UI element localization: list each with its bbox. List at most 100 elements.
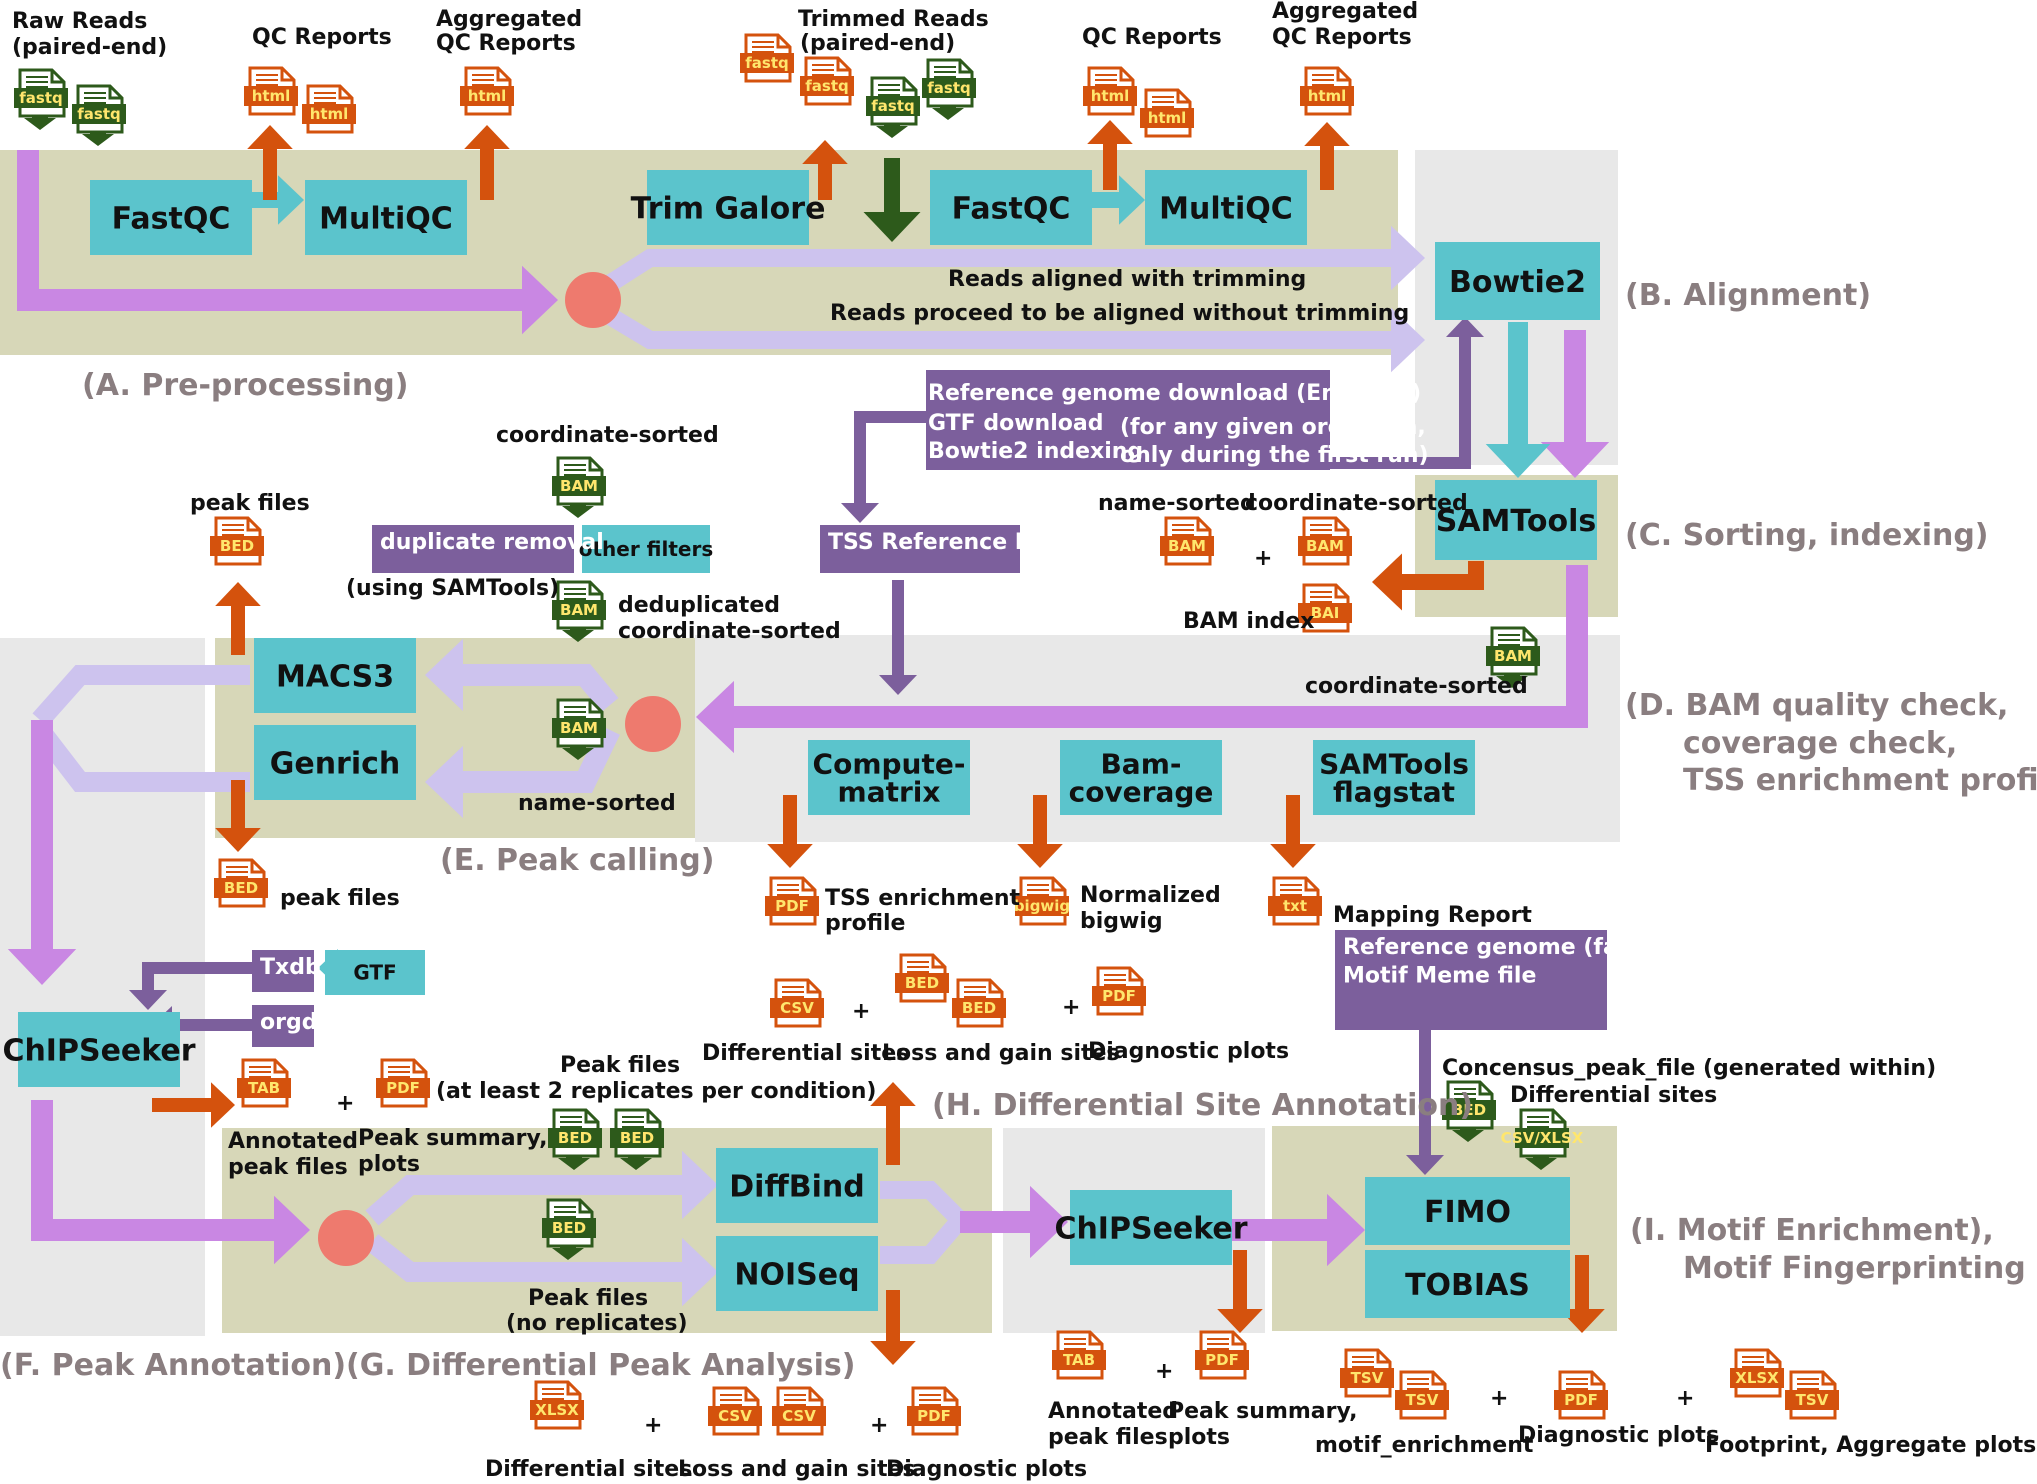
txdb-box-label: Txdb (260, 955, 321, 980)
section-d-label-1: (D. BAM quality check, (1625, 688, 2008, 723)
computematrix-out (767, 795, 813, 868)
bed-peak-top: BED (210, 516, 264, 566)
label-tss-profile-1: TSS enrichment (825, 886, 1021, 911)
multiqc-box-label: MultiQC (319, 201, 453, 236)
label-coord-sorted-c: coordinate-sorted (1245, 491, 1468, 516)
bamcoverage-box: Bam-coverage (1060, 740, 1222, 815)
fastq-trimmed-2-type: fastq (805, 77, 848, 95)
txdb-box: Txdb (252, 950, 321, 992)
fastqc-out (247, 125, 293, 200)
tab-annotated-type: TAB (248, 1079, 280, 1097)
html-file-5: html (1140, 88, 1194, 138)
to-noiseq-arrow (365, 1234, 718, 1307)
reference-genome-note: (for any given organism, (1120, 415, 1426, 440)
label-coord-sorted-d: coordinate-sorted (1305, 674, 1528, 699)
raw-to-decision-arrow (17, 150, 558, 335)
noiseq-box-label: NOISeq (734, 1257, 859, 1292)
plus-sign: + (1155, 1359, 1173, 1384)
bed-consensus-type: BED (1452, 1101, 1486, 1119)
motif-reference-box-label: Motif Meme file (1343, 964, 1536, 989)
bed-peak-bottom-type: BED (224, 879, 258, 897)
noiseq-out (870, 1290, 916, 1365)
macs3-out (215, 582, 261, 655)
label-dedup-1: deduplicated (618, 593, 780, 618)
pdf-diag-i: PDF (1554, 1370, 1608, 1420)
fastqc2-to-multiqc2-arrow (1090, 175, 1145, 225)
fastq-file-1-type: fastq (19, 89, 62, 107)
tobias-out (1559, 1255, 1605, 1333)
xlsx-diff-g: XLSX (530, 1380, 584, 1430)
fastq-file-2-type: fastq (77, 105, 120, 123)
label-aligned-without-trim: Reads proceed to be aligned without trim… (830, 301, 1409, 326)
fimo-box-label: FIMO (1424, 1195, 1511, 1230)
fastq-trimmed-3: fastq (866, 76, 920, 138)
csv-diff-h-type: CSV (780, 999, 814, 1017)
csv-loss-2-type: CSV (782, 1407, 816, 1425)
csv-xlsx-diff: CSV/XLSX (1501, 1108, 1584, 1170)
bam-deduplicated-type: BAM (560, 601, 598, 619)
label-motif-enrichment: motif_enrichment (1315, 1433, 1534, 1458)
bowtie2-box: Bowtie2 (1435, 242, 1600, 320)
flagstat-box-label: flagstat (1333, 776, 1455, 809)
tobias-box-label: TOBIAS (1405, 1268, 1530, 1303)
peak-decision-dot (625, 696, 681, 752)
tobias-box: TOBIAS (1365, 1250, 1570, 1318)
bed-rep-2: BED (610, 1108, 664, 1170)
bed-rep-1: BED (548, 1108, 602, 1170)
bam-name-sorted-c: BAM (1160, 516, 1214, 566)
samtools-to-peak-arrow (696, 565, 1588, 754)
tab-annotated: TAB (237, 1058, 291, 1108)
plus-sign: + (870, 1413, 888, 1438)
label-diff-sites-i: Differential sites (1510, 1083, 1717, 1108)
bigwig-file: bigwig (1014, 876, 1070, 926)
fimo-box: FIMO (1365, 1177, 1570, 1245)
bamcoverage-box-label: Bam- (1100, 748, 1181, 781)
section-i-label-1: (I. Motif Enrichment), (1630, 1213, 1994, 1248)
section-d-label-3: TSS enrichment profile) (1683, 763, 2037, 798)
label-norm-bigwig-1: Normalized (1080, 883, 1221, 908)
other-filters-box: other filters (579, 525, 713, 573)
label-tss-profile-2: profile (825, 911, 905, 936)
gtf-box: GTF (325, 950, 425, 995)
bam-coord-sorted-c-type: BAM (1306, 537, 1344, 555)
section-e-label: (E. Peak calling) (440, 843, 714, 878)
bam-coord-sorted-d-type: BAM (1494, 647, 1532, 665)
fastqc2-out (1087, 120, 1133, 190)
xlsx-diff-g-type: XLSX (535, 1401, 579, 1419)
tsv-motif-2-type: TSV (1406, 1391, 1439, 1409)
label-diag-plots-g: Diagnostic plots (886, 1457, 1087, 1482)
bowtie-to-samtools-purple (1540, 330, 1610, 478)
to-diff-decision-arrow (31, 1100, 310, 1265)
pdf-diag-h: PDF (1092, 966, 1146, 1016)
macs3-box-label: MACS3 (276, 659, 394, 694)
html-file-4-type: html (1091, 87, 1130, 105)
chipseeker2-box-label: ChIPSeeker (1054, 1211, 1247, 1246)
plus-sign: + (1676, 1386, 1694, 1411)
section-b-label: (B. Alignment) (1625, 278, 1871, 313)
tsv-motif-1-type: TSV (1351, 1369, 1384, 1387)
trim-galore-box: Trim Galore (631, 170, 825, 245)
motif-reference-box: Reference genome (fasta)Motif Meme file (1335, 930, 1666, 1030)
label-peak-summary-h2: plots (1168, 1425, 1230, 1450)
label-diff-sites-h: Differential sites (702, 1041, 909, 1066)
bowtie-to-samtools-teal (1485, 322, 1551, 478)
to-fimo-arrow (1232, 1193, 1365, 1267)
fastqc2-box: FastQC (930, 170, 1092, 245)
label-loss-gain-g: Loss and gain sites (678, 1457, 916, 1482)
fastqc2-box-label: FastQC (952, 191, 1071, 226)
section-g-label: (G. Differential Peak Analysis) (346, 1348, 855, 1383)
html-file-1-type: html (252, 87, 291, 105)
bed-peak-top-type: BED (220, 537, 254, 555)
ref-to-tss-arrow (841, 411, 926, 523)
pdf-tss: PDF (765, 876, 819, 926)
label-aligned-with-trim: Reads aligned with trimming (948, 267, 1306, 292)
multiqc2-box: MultiQC (1145, 170, 1307, 245)
section-a-label: (A. Pre-processing) (82, 368, 408, 403)
section-c-label: (C. Sorting, indexing) (1625, 518, 1989, 553)
label-annot-peak-1: Annotated (228, 1129, 358, 1154)
bam-coord-sorted-top: BAM (552, 456, 606, 518)
bed-norep-type: BED (552, 1219, 586, 1237)
samtools-out (1372, 553, 1484, 611)
reference-genome-line: Bowtie2 indexing (928, 439, 1143, 464)
bed-loss-2-type: BED (962, 999, 996, 1017)
